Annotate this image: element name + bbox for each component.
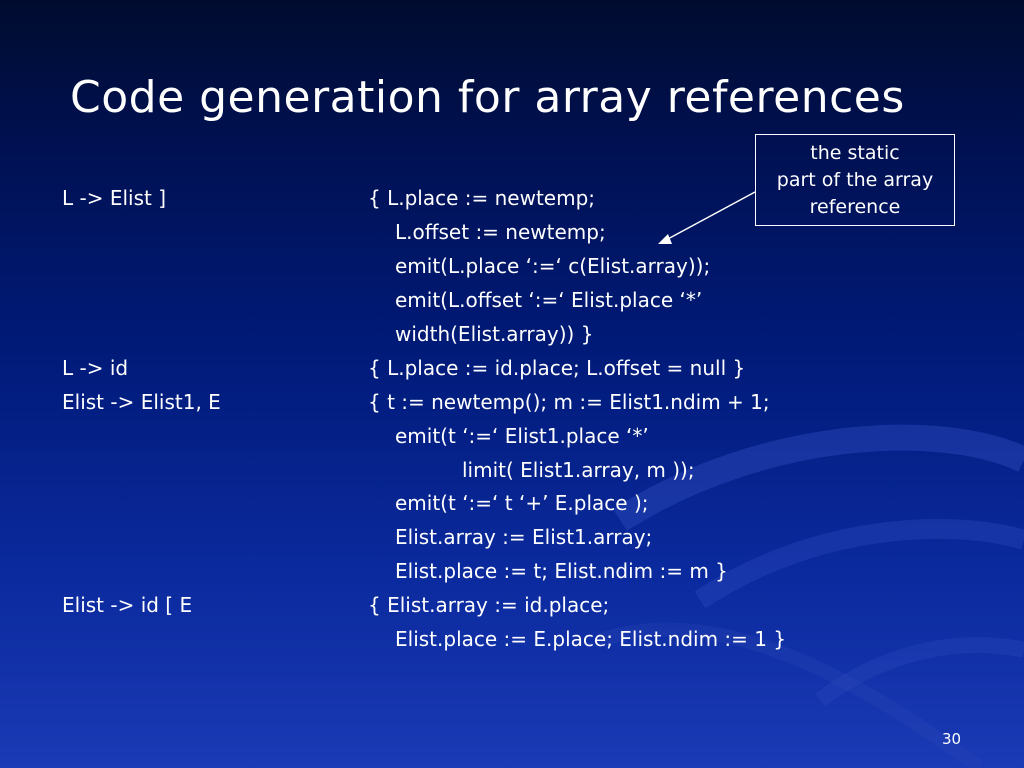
- code-line: limit( Elist1.array, m ));: [462, 458, 695, 482]
- callout-line-2: part of the array: [776, 168, 934, 191]
- code-line: emit(L.place ‘:=‘ c(Elist.array));: [395, 254, 711, 278]
- code-line: Elist.place := E.place; Elist.ndim := 1 …: [395, 627, 787, 651]
- code-line: emit(t ‘:=‘ Elist1.place ‘*’: [395, 424, 649, 448]
- code-line: { L.place := newtemp;: [368, 186, 596, 210]
- page-number: 30: [942, 730, 962, 748]
- code-line: { Elist.array := id.place;: [368, 593, 610, 617]
- code-line: L.offset := newtemp;: [395, 220, 606, 244]
- code-line: Elist.place := t; Elist.ndim := m }: [395, 559, 728, 583]
- code-line: { t := newtemp(); m := Elist1.ndim + 1;: [368, 390, 770, 414]
- callout-line-1: the static: [810, 141, 900, 164]
- code-line: emit(L.offset ‘:=‘ Elist.place ‘*’: [395, 288, 703, 312]
- callout-box: the static part of the array reference: [755, 134, 955, 226]
- code-line: width(Elist.array)) }: [395, 322, 594, 346]
- code-line: { L.place := id.place; L.offset = null }: [368, 356, 746, 380]
- rule-lhs-4: Elist -> id [ E: [62, 593, 193, 617]
- slide-title: Code generation for array references: [70, 72, 905, 123]
- rule-lhs-2: L -> id: [62, 356, 129, 380]
- code-line: Elist.array := Elist1.array;: [395, 525, 653, 549]
- code-line: emit(t ‘:=‘ t ‘+’ E.place );: [395, 491, 649, 515]
- rule-lhs-3: Elist -> Elist1, E: [62, 390, 221, 414]
- rule-lhs-1: L -> Elist ]: [62, 186, 167, 210]
- callout-line-3: reference: [809, 195, 901, 218]
